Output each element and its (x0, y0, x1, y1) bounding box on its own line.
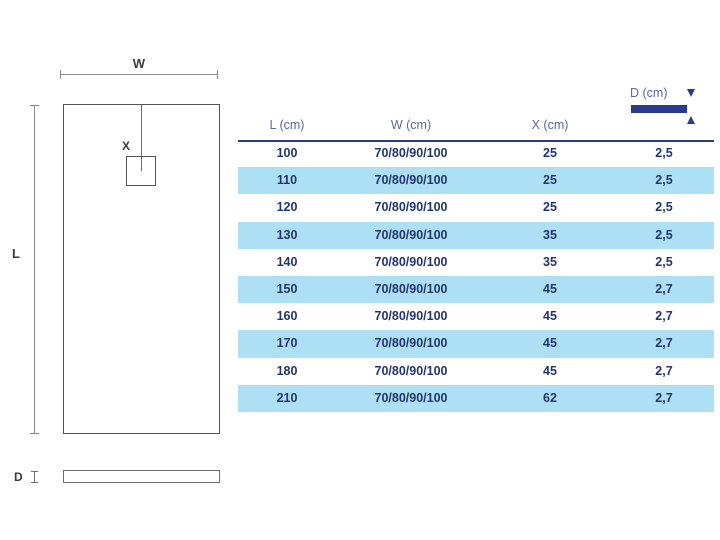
cell-length: 140 (276, 254, 298, 269)
cell-depth: 2,7 (655, 281, 673, 296)
cell-drain-position: 35 (543, 227, 557, 242)
cell-depth: 2,5 (655, 146, 673, 160)
cell-length: 170 (276, 336, 298, 351)
cell-length: 110 (276, 173, 298, 188)
length-tick-top (30, 105, 39, 106)
cell-depth: 2,5 (655, 200, 673, 215)
depth-dimension-label: D (14, 470, 23, 484)
up-arrow-icon (687, 116, 695, 124)
table-row: 160 70/80/90/100 45 2,7 (238, 303, 714, 330)
table-row: 110 70/80/90/100 25 2,5 (238, 167, 714, 195)
width-tick-left (60, 70, 61, 79)
column-header-length: L (cm) (269, 118, 305, 132)
depth-tick-line (34, 471, 35, 482)
length-dimension-line (34, 105, 35, 434)
table-row: 100 70/80/90/100 25 2,5 (238, 140, 714, 167)
header-rule (238, 140, 714, 142)
cell-width: 70/80/90/100 (374, 363, 448, 378)
cell-depth: 2,5 (655, 227, 673, 242)
cell-depth: 2,5 (655, 254, 673, 269)
cell-depth: 2,7 (655, 309, 673, 324)
table-row: 130 70/80/90/100 35 2,5 (238, 221, 714, 249)
cell-width: 70/80/90/100 (374, 281, 448, 296)
drain-square (126, 156, 156, 186)
cell-length: 120 (276, 200, 298, 215)
cell-drain-position: 45 (543, 336, 557, 351)
shower-tray-side-profile (63, 470, 220, 483)
drain-dimension-line (141, 105, 143, 171)
depth-tick-cap-bottom (31, 482, 38, 483)
cell-depth: 2,7 (655, 336, 673, 351)
cell-width: 70/80/90/100 (374, 336, 448, 351)
dimensions-table: L (cm) W (cm) X (cm) D (cm) 100 70/80/90/… (238, 86, 714, 412)
cell-length: 210 (276, 390, 298, 405)
cell-drain-position: 45 (543, 363, 557, 378)
cell-drain-position: 62 (543, 390, 557, 405)
depth-thickness-bar (631, 105, 687, 113)
cell-width: 70/80/90/100 (374, 200, 448, 215)
column-header-width: W (cm) (390, 118, 432, 132)
cell-length: 130 (276, 227, 298, 242)
table-row: 150 70/80/90/100 45 2,7 (238, 275, 714, 304)
cell-length: 150 (276, 281, 298, 296)
table-row: 210 70/80/90/100 62 2,7 (238, 384, 714, 412)
cell-length: 100 (276, 146, 298, 160)
cell-width: 70/80/90/100 (374, 227, 448, 242)
cell-depth: 2,7 (655, 363, 673, 378)
length-dimension-label: L (12, 246, 20, 261)
cell-drain-position: 25 (543, 200, 557, 215)
cell-drain-position: 25 (543, 173, 557, 188)
cell-drain-position: 45 (543, 281, 557, 296)
cell-drain-position: 35 (543, 254, 557, 269)
table-row: 170 70/80/90/100 45 2,7 (238, 330, 714, 358)
column-header-drain-position: X (cm) (531, 118, 569, 132)
length-tick-bottom (30, 433, 39, 434)
cell-depth: 2,5 (655, 173, 673, 188)
table-row: 140 70/80/90/100 35 2,5 (238, 249, 714, 276)
down-arrow-icon (687, 89, 695, 97)
table-row: 120 70/80/90/100 25 2,5 (238, 194, 714, 221)
depth-tick-cap-top (31, 471, 38, 472)
drain-dimension-label: X (122, 139, 131, 153)
table-header-row: L (cm) W (cm) X (cm) D (cm) (238, 86, 714, 142)
cell-length: 160 (276, 309, 298, 324)
width-dimension-label: W (132, 56, 146, 71)
cell-drain-position: 45 (543, 309, 557, 324)
technical-drawing: W L X D (0, 0, 238, 540)
column-header-depth: D (cm) (608, 86, 714, 138)
cell-drain-position: 25 (543, 146, 557, 160)
cell-width: 70/80/90/100 (374, 173, 448, 188)
cell-width: 70/80/90/100 (374, 146, 448, 160)
column-header-depth-label: D (cm) (630, 86, 668, 100)
cell-width: 70/80/90/100 (374, 309, 448, 324)
cell-depth: 2,7 (655, 390, 673, 405)
table-body: 100 70/80/90/100 25 2,5 110 70/80/90/100 25 2,5… (238, 140, 714, 412)
width-tick-right (217, 70, 218, 79)
cell-length: 180 (276, 363, 298, 378)
cell-width: 70/80/90/100 (374, 390, 448, 405)
width-dimension-line (60, 74, 218, 75)
cell-width: 70/80/90/100 (374, 254, 448, 269)
table-row: 180 70/80/90/100 45 2,7 (238, 358, 714, 385)
